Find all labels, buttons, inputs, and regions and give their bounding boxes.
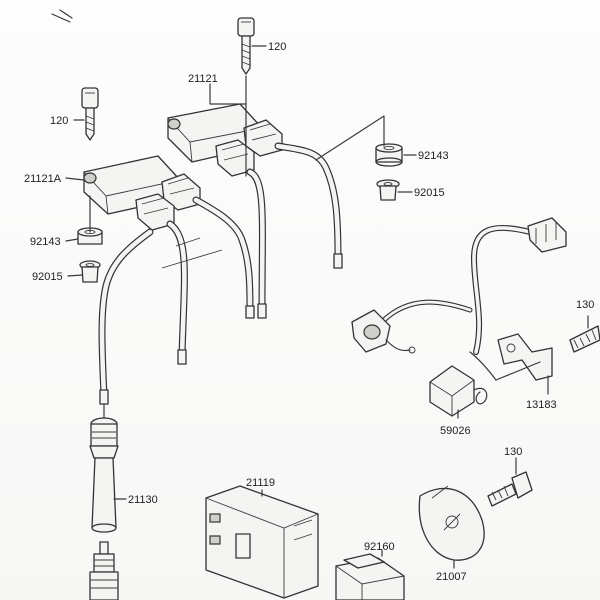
label-21121: 21121 — [188, 73, 218, 85]
label-21121A: 21121A — [24, 173, 62, 185]
label-21119: 21119 — [246, 477, 275, 489]
label-92015-left: 92015 — [32, 271, 63, 283]
bolt-120-top — [237, 17, 255, 75]
ignition-coil-21121A — [83, 155, 201, 231]
label-92143-left: 92143 — [30, 236, 61, 248]
label-59026: 59026 — [440, 425, 471, 437]
leader-lines — [65, 45, 549, 500]
label-92015-right: 92015 — [414, 187, 445, 199]
damper-92143-right — [375, 143, 403, 167]
pickup-coil-59026 — [351, 217, 567, 417]
label-21007: 21007 — [436, 571, 467, 583]
spark-plug-cap-21130 — [89, 403, 119, 533]
part-labels: 120 21121 120 21121A 92143 92015 92143 9… — [24, 41, 594, 583]
label-130-right: 130 — [576, 299, 594, 311]
collar-92015-right — [376, 179, 400, 201]
spark-plug — [89, 541, 119, 600]
ignition-coil-21121 — [167, 75, 283, 177]
bolt-130-right — [569, 315, 600, 353]
connector-92160 — [335, 549, 405, 600]
timing-rotor-21007 — [418, 485, 485, 569]
collar-92015-left — [79, 260, 101, 283]
label-120-left: 120 — [50, 115, 68, 127]
corner-fragment — [51, 9, 73, 23]
label-21130: 21130 — [128, 494, 158, 506]
igniter-unit-21119 — [205, 485, 319, 599]
label-130-bottom: 130 — [504, 446, 522, 458]
bracket-13183 — [495, 333, 553, 381]
leader-bracket-right — [315, 115, 385, 161]
label-13183: 13183 — [526, 399, 557, 411]
bolt-130-bottom — [487, 457, 533, 507]
bolt-120-left — [81, 87, 99, 141]
label-92160: 92160 — [364, 541, 395, 553]
high-tension-leads — [98, 142, 343, 405]
label-92143-right: 92143 — [418, 150, 449, 162]
label-120-top: 120 — [268, 41, 286, 53]
